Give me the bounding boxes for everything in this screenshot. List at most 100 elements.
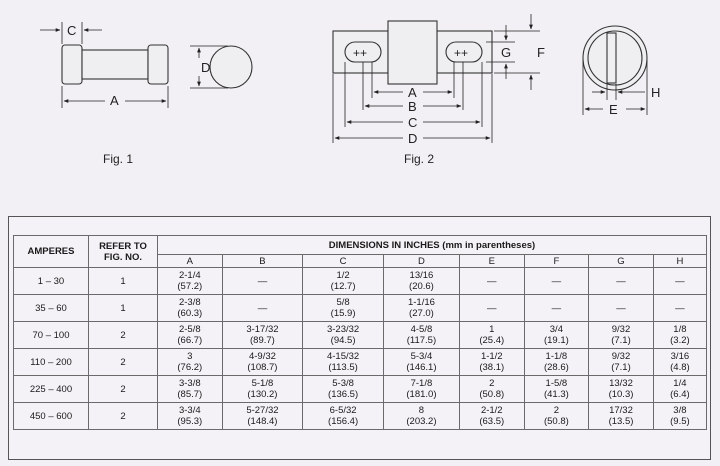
dim-inches: 3 xyxy=(187,351,193,362)
fig3-label-e: E xyxy=(609,102,618,117)
cell-amperes: 110 – 200 xyxy=(13,348,89,376)
dim-inches: 9/32 xyxy=(611,324,631,335)
dim-inches: 4-15/32 xyxy=(326,351,360,362)
fig2-right-slot xyxy=(445,41,483,63)
fuse-drawings: C A D ++ ++ xyxy=(40,14,660,146)
fig1-left-cap xyxy=(61,44,83,85)
cell-dim-f: 1-5/8(41.3) xyxy=(523,375,590,403)
dim-inches: 2-5/8 xyxy=(178,324,201,335)
dim-inches: 9/32 xyxy=(611,351,631,362)
cell-dim-g: 13/32(10.3) xyxy=(588,375,654,403)
dim-inches: 1-1/8 xyxy=(545,351,568,362)
cell-dim-c: 3-23/32(94.5) xyxy=(302,321,384,349)
col-header-dim-a: A xyxy=(157,254,223,268)
cell-dim-a: 2-3/8(60.3) xyxy=(157,294,223,322)
dim-inches: — xyxy=(675,275,685,287)
cell-dim-a: 3-3/4(95.3) xyxy=(157,402,223,430)
cell-dim-f: 1-1/8(28.6) xyxy=(523,348,590,376)
dim-millimeters: (181.0) xyxy=(406,389,437,400)
cell-dim-e: — xyxy=(458,267,525,295)
dim-millimeters: (63.5) xyxy=(479,416,505,427)
cell-dim-e: 1-1/2(38.1) xyxy=(458,348,525,376)
col-header-dim-g: G xyxy=(588,254,654,268)
dim-millimeters: (19.1) xyxy=(543,335,569,346)
dim-inches: — xyxy=(487,302,497,314)
cell-dim-e: — xyxy=(458,294,525,322)
fig1-drawing xyxy=(61,44,253,89)
cell-dim-a: 3-3/8(85.7) xyxy=(157,375,223,403)
fig2-label-a: A xyxy=(408,85,417,100)
cell-dim-h: 3/16(4.8) xyxy=(652,348,708,376)
fig2-drawing xyxy=(332,20,493,85)
fig2-label-c: C xyxy=(408,115,417,130)
dim-millimeters: (41.3) xyxy=(543,389,569,400)
dim-inches: 17/32 xyxy=(609,405,633,416)
dim-inches: 1/4 xyxy=(673,378,687,389)
cell-amperes: 70 – 100 xyxy=(13,321,89,349)
fig1-label-c: C xyxy=(67,23,76,38)
dim-inches: 3/16 xyxy=(670,351,690,362)
col-header-amperes: AMPERES xyxy=(13,235,89,268)
col-header-dim-e: E xyxy=(458,254,525,268)
cell-dim-g: — xyxy=(588,294,654,322)
cell-amperes: 1 – 30 xyxy=(13,267,89,295)
dim-inches: 1 xyxy=(489,324,495,335)
fig2-right-terminal-marks: ++ xyxy=(454,46,468,60)
cell-dim-c: 1/2(12.7) xyxy=(302,267,384,295)
dim-inches: 6-5/32 xyxy=(329,405,357,416)
cell-amperes: 225 – 400 xyxy=(13,375,89,403)
dim-millimeters: (57.2) xyxy=(177,281,203,292)
cell-dim-c: 5-3/8(136.5) xyxy=(302,375,384,403)
dim-millimeters: (13.5) xyxy=(608,416,634,427)
fig3-label-h: H xyxy=(651,85,660,100)
col-header-refer-fig: REFER TO FIG. NO. xyxy=(88,235,158,268)
dim-millimeters: (20.6) xyxy=(409,281,434,292)
col-header-dim-h: H xyxy=(652,254,708,268)
dim-inches: 8 xyxy=(418,405,425,416)
cell-dim-b: 3-17/32(89.7) xyxy=(221,321,304,349)
dim-inches: 2-1/2 xyxy=(480,405,503,416)
dim-inches: — xyxy=(257,302,268,314)
dim-millimeters: (25.4) xyxy=(479,335,505,346)
table-header-row: AMPERES REFER TO FIG. NO. DIMENSIONS IN … xyxy=(13,235,707,268)
dim-inches: 3/4 xyxy=(549,324,563,335)
dim-millimeters: (148.4) xyxy=(247,416,278,427)
dim-millimeters: (9.5) xyxy=(670,416,690,427)
cell-dim-h: 1/4(6.4) xyxy=(652,375,708,403)
cell-dim-g: — xyxy=(588,267,654,295)
cell-dim-f: 2(50.8) xyxy=(523,402,590,430)
dim-inches: 3-3/8 xyxy=(178,378,201,389)
dim-inches: 2-1/4 xyxy=(178,270,201,281)
fig1-end-view xyxy=(209,45,253,89)
dim-millimeters: (6.4) xyxy=(670,389,690,400)
dim-inches: — xyxy=(616,275,626,287)
dim-inches: 5-3/4 xyxy=(410,351,433,362)
dim-millimeters: (10.3) xyxy=(608,389,634,400)
fig1-label-d: D xyxy=(201,60,210,75)
dim-millimeters: (50.8) xyxy=(479,389,505,400)
dim-inches: 2-3/8 xyxy=(178,297,201,308)
cell-dim-d: 13/16(20.6) xyxy=(382,267,460,295)
cell-dim-b: — xyxy=(221,267,304,295)
dim-millimeters: (156.4) xyxy=(328,416,359,427)
dim-inches: 3/8 xyxy=(673,405,687,416)
dim-millimeters: (203.2) xyxy=(406,416,437,427)
cell-amperes: 35 – 60 xyxy=(13,294,89,322)
fig2-left-terminal-marks: ++ xyxy=(353,46,367,60)
cell-dim-h: 1/8(3.2) xyxy=(652,321,708,349)
cell-dim-d: 1-1/16(27.0) xyxy=(382,294,460,322)
dim-inches: 13/32 xyxy=(609,378,633,389)
cell-dim-f: 3/4(19.1) xyxy=(523,321,590,349)
cell-dim-b: 4-9/32(108.7) xyxy=(221,348,304,376)
fig1-fuse-body xyxy=(81,49,149,80)
dim-inches: — xyxy=(616,302,626,314)
fig3-drawing xyxy=(582,25,648,91)
cell-amperes: 450 – 600 xyxy=(13,402,89,430)
fig2-label-b: B xyxy=(408,99,417,114)
cell-dim-a: 2-5/8(66.7) xyxy=(157,321,223,349)
dim-inches: 1/2 xyxy=(336,270,350,281)
